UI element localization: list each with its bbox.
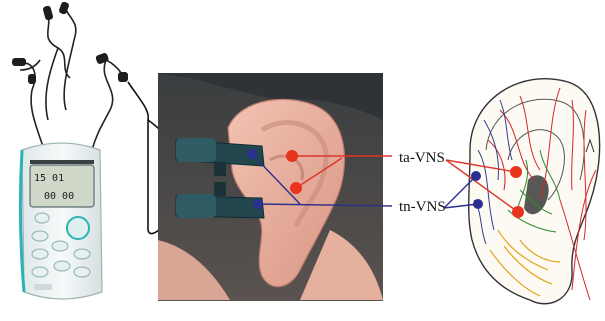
device-display-line1: 15 01 — [34, 173, 64, 184]
ta-vns-marker-photo-upper — [286, 150, 298, 162]
device-button — [74, 267, 90, 277]
device-button — [32, 231, 48, 241]
device-button — [32, 249, 48, 259]
ta-vns-marker-illustration-lower — [512, 206, 524, 218]
device-button — [74, 249, 90, 259]
ta-vns-marker-illustration-upper — [510, 166, 522, 178]
device-display-line2: 00 00 — [44, 191, 74, 202]
ta-vns-marker-photo-lower — [290, 182, 302, 194]
device-dial — [67, 217, 89, 239]
device-button — [52, 241, 68, 251]
device-button — [32, 267, 48, 277]
earphone-clips-icon — [12, 1, 128, 84]
ta-vns-label: ta-VNS — [399, 151, 445, 166]
tn-vns-marker-illustration-lower — [473, 199, 483, 209]
device-button — [35, 213, 49, 223]
tn-vns-marker-photo-upper — [247, 149, 257, 159]
ear-photo-panel — [158, 73, 383, 301]
device-button — [54, 261, 70, 271]
tn-vns-marker-photo-lower — [253, 199, 263, 209]
tn-vns-marker-illustration-upper — [471, 171, 481, 181]
stimulator-device: 15 01 00 00 — [20, 143, 102, 299]
tn-vns-label: tn-VNS — [399, 200, 446, 215]
